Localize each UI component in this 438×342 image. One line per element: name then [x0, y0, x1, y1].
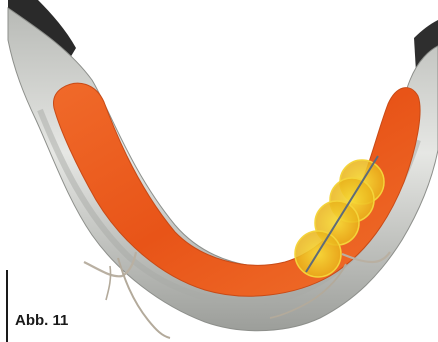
figure-caption: Abb. 11 [15, 313, 68, 328]
nerve-strand-left-3 [106, 266, 111, 300]
caption-rule [6, 270, 8, 342]
